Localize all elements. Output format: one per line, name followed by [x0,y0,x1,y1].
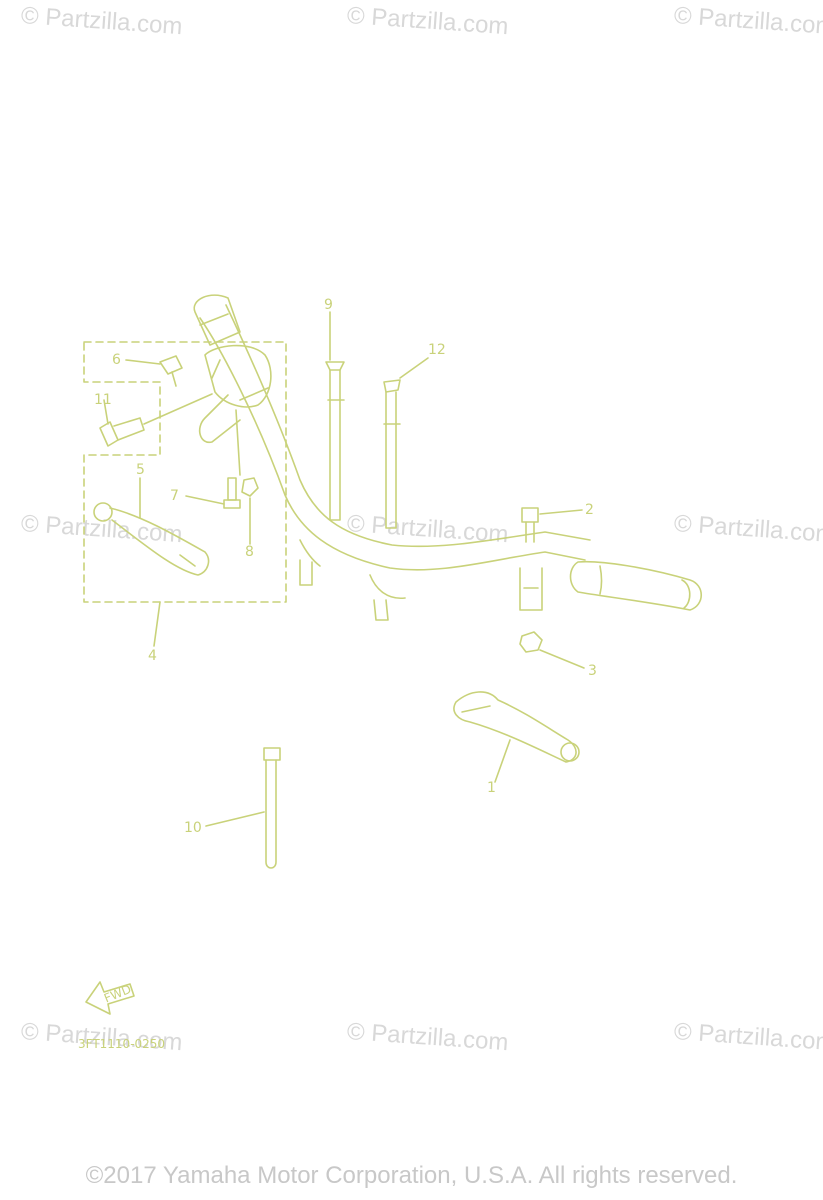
cable-tie-9 [325,361,345,521]
callout-10: 10 [184,820,202,836]
callout-4: 4 [148,648,157,664]
clamp [519,567,543,611]
right-lever [453,691,580,763]
callout-11: 11 [94,392,112,408]
cable-tie-10 [263,747,281,869]
nut-3 [519,631,543,653]
leader-lines [103,311,585,827]
callout-5: 5 [136,462,145,478]
bolt-2 [521,507,539,543]
lever-holder [198,344,272,444]
right-grip [569,560,703,611]
bolt-11 [99,393,213,447]
forward-arrow-label: FWD [102,982,133,1005]
callout-1: 1 [487,780,496,796]
callout-2: 2 [585,502,594,518]
drawing-code: 3FT1110-0250 [78,1037,165,1051]
callout-7: 7 [170,488,179,504]
callout-12: 12 [428,342,446,358]
callout-3: 3 [588,663,597,679]
handlebar [199,304,591,621]
screw-7 [223,477,241,509]
forward-arrow-icon [85,981,135,1015]
cable-tie-12 [383,379,401,529]
screw-6 [159,355,183,387]
callout-6: 6 [112,352,121,368]
nut-8 [235,409,259,497]
left-grip [193,294,241,346]
callout-8: 8 [245,544,254,560]
copyright-notice: ©2017 Yamaha Motor Corporation, U.S.A. A… [85,1162,738,1189]
callout-9: 9 [324,297,333,313]
assembly-box [83,341,287,603]
left-lever [93,502,210,576]
